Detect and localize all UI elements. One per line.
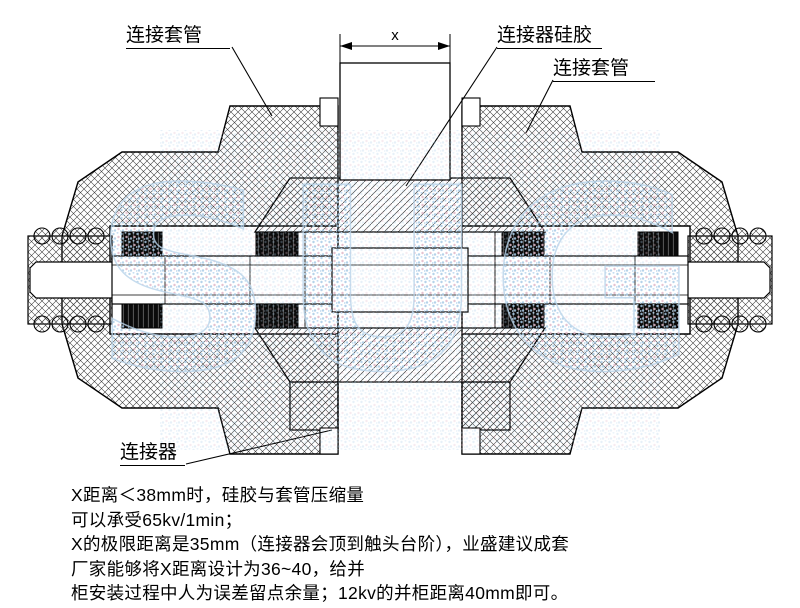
callout-sleeve-top-left-text: 连接套管 (126, 25, 203, 46)
dimension-arrow-right (438, 42, 450, 50)
note-line-4: 厂家能够将X距离设计为36~40，给并 (71, 558, 366, 579)
callout-connector-text: 连接器 (120, 442, 178, 463)
watermark-speckle-field (160, 130, 660, 450)
callout-silicone-text: 连接器硅胶 (497, 25, 593, 46)
callout-silicone: 连接器硅胶 (497, 25, 603, 49)
callout-connector: 连接器 (120, 442, 186, 466)
note-line-2: 可以承受65kv/1min； (71, 509, 243, 530)
leader-sleeve-top-left (231, 46, 273, 117)
dimension-x-label: x (391, 27, 399, 44)
callout-sleeve-right: 连接套管 (553, 58, 656, 82)
watermark-text: SUG (93, 135, 704, 428)
note-line-3: X的极限距离是35mm（连接器会顶到触头台阶），业盛建议成套 (71, 534, 570, 554)
dimension-x (339, 34, 451, 63)
note-line-1: X距离＜38mm时，硅胶与套管压缩量 (71, 485, 365, 505)
leader-sleeve-right (525, 79, 554, 134)
callout-sleeve-right-text: 连接套管 (553, 58, 630, 79)
dimension-arrow-left (340, 42, 352, 50)
notes-block: X距离＜38mm时，硅胶与套管压缩量 可以承受65kv/1min； X的极限距离… (71, 483, 569, 606)
note-line-5: 柜安装过程中人为误差留点余量；12kv的并柜距离40mm即可。 (71, 583, 569, 603)
callout-sleeve-top-left: 连接套管 (126, 25, 231, 49)
